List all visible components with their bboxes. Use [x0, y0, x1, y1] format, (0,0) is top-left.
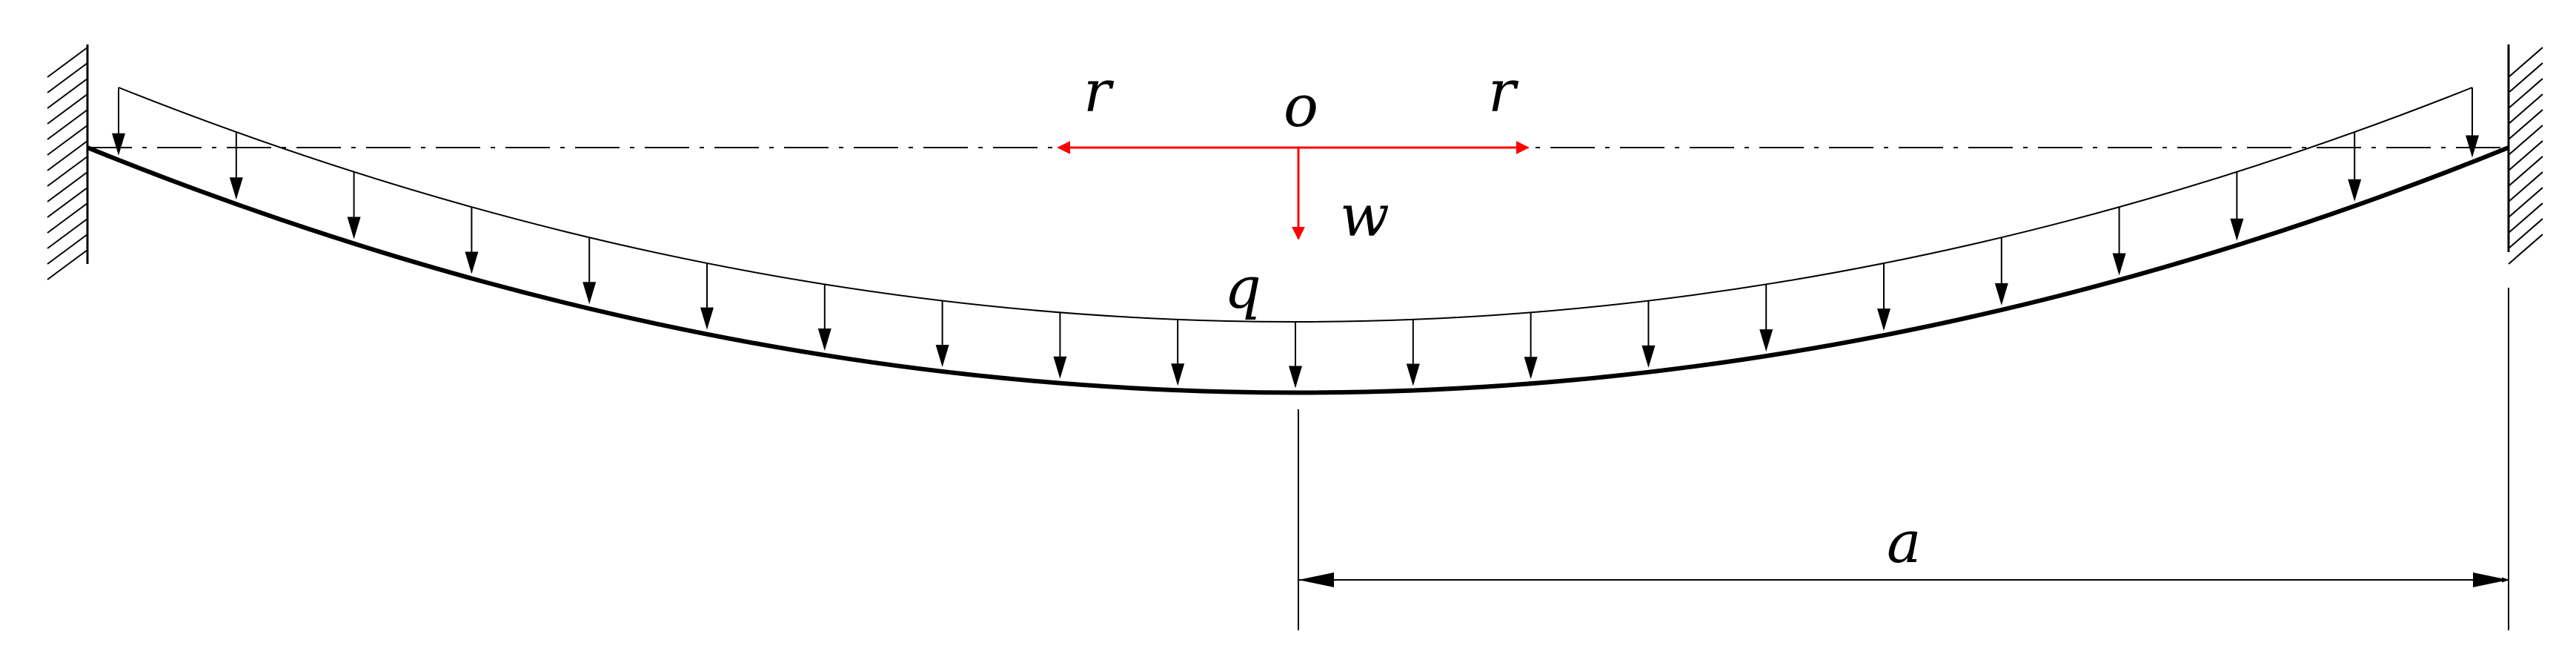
load-arrow: [1877, 263, 1890, 331]
load-arrow: [112, 88, 125, 156]
support-hatch-line: [2508, 234, 2543, 265]
load-arrow: [1759, 284, 1773, 352]
load-arrow: [2348, 132, 2362, 202]
deflected-plate-curve: [86, 145, 2510, 395]
support-hatch-line: [2508, 171, 2543, 202]
load-arrow: [229, 132, 243, 200]
support-hatch-line: [2508, 62, 2543, 93]
support-hatch-line: [2508, 93, 2543, 125]
load-arrow: [1994, 237, 2008, 306]
load-arrow: [582, 237, 597, 305]
deflection-label: w: [1340, 183, 1390, 250]
load-arrow: [1641, 300, 1656, 368]
support-hatch-line: [47, 125, 88, 156]
origin-label: o: [1284, 73, 1318, 140]
support-hatch-line: [47, 171, 88, 202]
support-hatch-line: [2508, 47, 2543, 78]
support-hatch-line: [2508, 187, 2543, 218]
support-hatch-line: [2508, 156, 2543, 187]
load-arrow: [465, 207, 479, 274]
support-hatch-line: [47, 187, 88, 218]
radial-left-label: r: [1083, 59, 1115, 125]
radial-right-label: r: [1488, 59, 1519, 125]
left-clamped-support: [47, 44, 89, 280]
load-arrow: [2112, 207, 2126, 276]
support-hatch-line: [47, 218, 88, 249]
support-hatch-line: [47, 156, 88, 187]
support-hatch-line: [47, 140, 88, 171]
dimension-arrow-right: [2473, 572, 2509, 587]
load-arrow: [2466, 88, 2479, 158]
support-hatch-line: [2508, 140, 2543, 171]
support-hatch-line: [47, 249, 88, 280]
load-arrow: [1524, 312, 1538, 380]
load-arrow: [700, 263, 714, 330]
load-arrow: [935, 300, 949, 367]
support-hatch-line: [47, 202, 88, 234]
load-arrow: [817, 284, 831, 351]
load-arrow: [1289, 322, 1302, 389]
radius-dimension: a: [1298, 288, 2509, 630]
support-hatch-line: [2508, 202, 2543, 234]
dimension-arrow-left: [1298, 572, 1334, 587]
load-label: q: [1224, 255, 1261, 322]
support-hatch-line: [47, 93, 88, 125]
support-hatch-line: [2508, 109, 2543, 140]
support-hatch-line: [2508, 125, 2543, 156]
radius-label: a: [1887, 509, 1922, 576]
load-arrow: [347, 171, 361, 240]
support-hatch-line: [2508, 78, 2543, 109]
support-hatch-line: [47, 62, 88, 93]
support-hatch-line: [47, 47, 88, 78]
load-arrow: [2230, 171, 2244, 241]
load-arrow: [1053, 312, 1067, 379]
support-hatch-line: [47, 109, 88, 140]
support-hatch-line: [2508, 218, 2543, 249]
support-hatch-line: [47, 234, 88, 265]
distributed-load-arrows: [112, 88, 2479, 389]
coordinate-axes: [1057, 141, 1530, 240]
support-hatch-line: [47, 78, 88, 109]
load-arrow: [1171, 319, 1185, 386]
right-clamped-support: [2507, 44, 2543, 265]
load-arrow: [1406, 319, 1420, 386]
